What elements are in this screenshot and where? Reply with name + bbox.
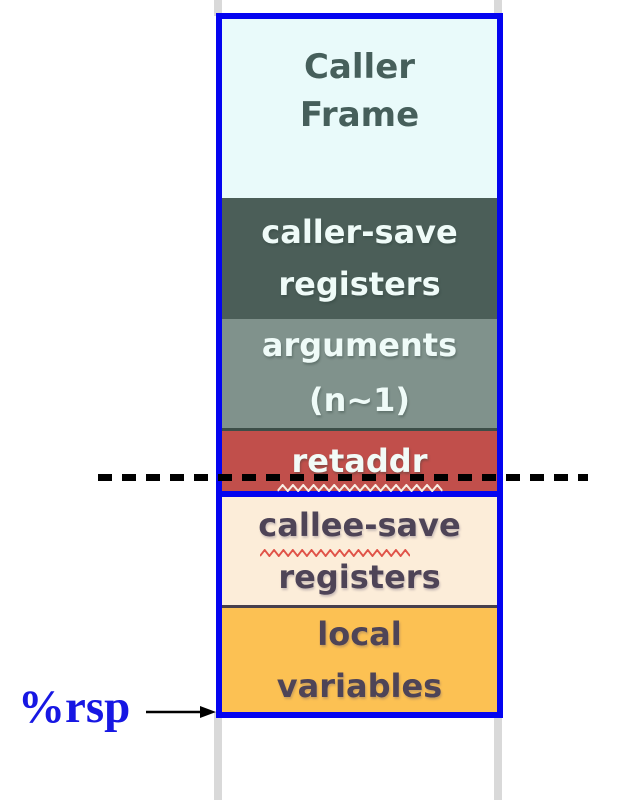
section-label: arguments — [261, 326, 458, 365]
section-label: Frame — [299, 95, 420, 135]
section-divider — [222, 427, 497, 431]
frame-boundary-blue-edge — [222, 491, 497, 498]
spellcheck-squiggle-icon — [260, 549, 411, 558]
section-label: Caller — [303, 47, 416, 87]
spellcheck-squiggle-icon — [277, 483, 442, 492]
section-divider — [222, 605, 497, 608]
frame-boundary-dashed-line — [98, 474, 588, 481]
stack-section-arguments: arguments (n~1) — [222, 318, 497, 428]
section-label: registers — [278, 265, 441, 304]
stack-guide-line — [494, 712, 502, 800]
stack-section-caller-save-registers: caller-save registers — [222, 197, 497, 319]
stack-section-local-variables: local variables — [222, 608, 497, 712]
stack-guide-line — [214, 0, 222, 16]
section-label: variables — [276, 667, 443, 705]
rsp-pointer-arrow — [146, 706, 216, 718]
section-label: registers — [278, 558, 441, 597]
stack-frame-box: Caller Frame caller-save registers argum… — [216, 13, 503, 718]
section-label: (n~1) — [308, 381, 411, 420]
section-label: retaddr — [291, 441, 428, 480]
stack-section-callee-save-registers: callee-save registers — [222, 497, 497, 606]
stack-guide-line — [214, 712, 222, 800]
section-label: callee-save — [258, 506, 461, 545]
stack-section-caller-frame: Caller Frame — [222, 19, 497, 198]
rsp-register-label: %rsp — [18, 681, 131, 733]
stack-guide-line — [494, 0, 502, 16]
section-label: caller-save — [261, 213, 458, 252]
stack-section-retaddr: retaddr — [222, 430, 497, 492]
section-label: local — [317, 615, 402, 653]
